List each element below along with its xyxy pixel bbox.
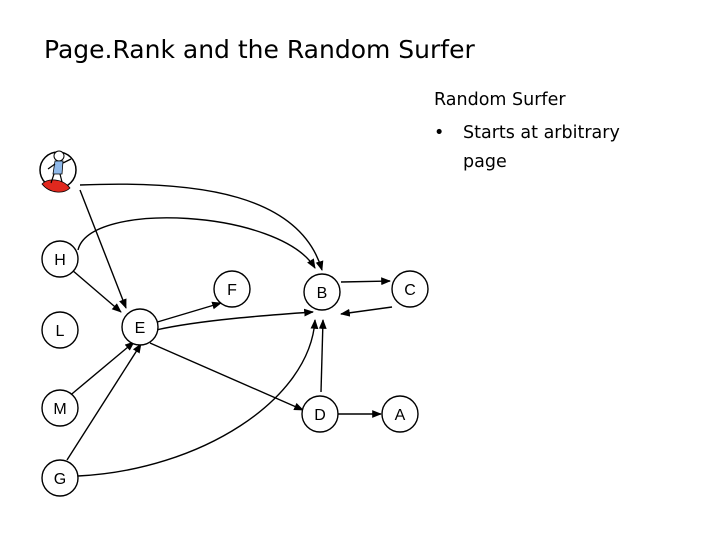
edge-g-e (66, 343, 142, 461)
svg-text:D: D (314, 407, 326, 424)
side-panel: Random Surfer • Starts at arbitrary page (434, 86, 714, 177)
edge-c-b (340, 306, 393, 317)
bullet-text: Starts at arbitrary page (463, 123, 620, 172)
svg-text:M: M (53, 401, 66, 418)
edge-surfer-b (79, 183, 324, 271)
node-d: D (301, 395, 339, 433)
node-e: E (121, 308, 159, 346)
node-a: A (381, 395, 419, 433)
edge-b-c (340, 277, 391, 286)
node-h: H (41, 240, 79, 278)
edge-m-e (66, 341, 135, 399)
edge-g-b (77, 319, 319, 477)
bullet-item: • Starts at arbitrary page (434, 119, 714, 177)
side-heading: Random Surfer (434, 90, 566, 110)
node-b: B (303, 273, 341, 311)
svg-text:F: F (227, 282, 237, 299)
bullet-marker: • (434, 123, 445, 143)
nodes: H F B C L E M D (41, 240, 429, 497)
svg-text:H: H (54, 252, 66, 269)
page-title: Page.Rank and the Random Surfer (44, 35, 475, 64)
node-g: G (41, 459, 79, 497)
svg-text:G: G (54, 471, 66, 488)
edge-e-f (153, 301, 222, 324)
node-m: M (41, 389, 79, 427)
svg-text:C: C (404, 282, 416, 299)
edges (66, 183, 393, 477)
surfer-icon (39, 150, 77, 193)
edge-d-b (318, 319, 327, 393)
edge-h-e (71, 269, 122, 313)
node-l: L (41, 311, 79, 349)
svg-text:E: E (135, 320, 146, 337)
edge-h-b (77, 217, 316, 269)
svg-text:L: L (56, 323, 65, 340)
node-f: F (213, 270, 251, 308)
edge-e-b (155, 308, 314, 331)
svg-text:A: A (395, 407, 406, 424)
node-c: C (391, 270, 429, 308)
edge-e-d (149, 342, 304, 411)
edge-surfer-e (79, 189, 127, 309)
svg-text:B: B (317, 285, 328, 302)
